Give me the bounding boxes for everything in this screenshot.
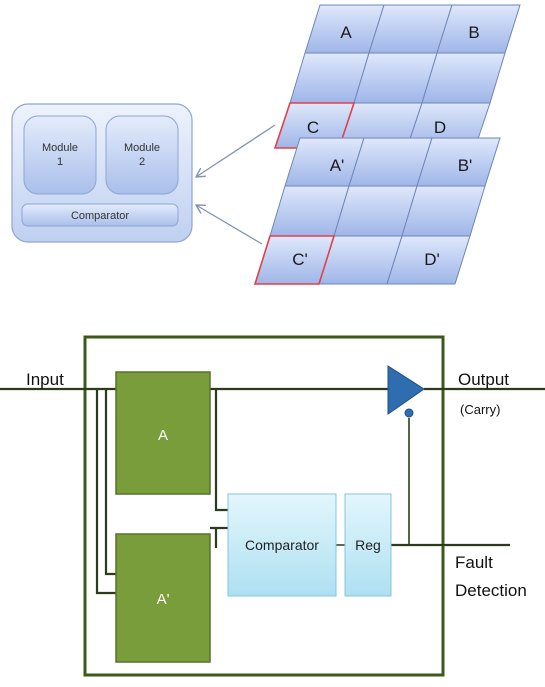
grid-label-c: C	[307, 118, 319, 137]
block-a-label: A	[158, 427, 168, 444]
module-1-label-line2: 1	[57, 156, 63, 168]
grid-cell	[421, 52, 506, 104]
reg-block-label: Reg	[355, 537, 381, 553]
input-branch-a-prime	[95, 389, 116, 595]
grid-upper	[273, 4, 521, 149]
block-a-prime	[115, 533, 211, 663]
grid-label-b-prime: B'	[458, 156, 473, 175]
arrow-from-c	[196, 124, 276, 177]
fault-label-line2: Detection	[455, 581, 527, 600]
module-1-box	[23, 115, 97, 195]
circuit-diagram: A A' Comparator Reg Input Output (Carry)…	[0, 335, 545, 677]
comparator-block	[227, 493, 337, 597]
block-a-prime-label: A'	[157, 591, 170, 608]
comparator-label: Comparator	[71, 210, 129, 222]
input-branch-a-prime-2	[104, 389, 116, 576]
fault-label-line1: Fault	[455, 553, 493, 572]
a-to-comparator-wire	[214, 389, 228, 512]
grid-label-d-prime: D'	[424, 250, 440, 269]
reg-block	[344, 493, 392, 597]
module-2-label-line1: Module	[124, 142, 160, 154]
module-2-label-line2: 2	[139, 156, 145, 168]
comparator-bar	[21, 203, 179, 227]
grid-label-a: A	[340, 23, 352, 42]
grid-label-c-prime: C'	[292, 250, 308, 269]
tri-state-buffer-icon	[387, 365, 425, 415]
grid-cell-c-prime-highlighted	[253, 235, 336, 285]
grid-cell	[401, 185, 486, 237]
carry-label: (Carry)	[460, 402, 500, 417]
grid-label-a-prime: A'	[330, 156, 345, 175]
grid-label-b: B	[468, 23, 479, 42]
comparator-block-label: Comparator	[245, 537, 319, 553]
input-label: Input	[26, 370, 64, 389]
output-label: Output	[458, 370, 509, 389]
grid-lower	[253, 137, 501, 285]
module-container: Module 1 Module 2 Comparator	[11, 103, 193, 243]
block-a	[115, 371, 211, 495]
module-2-box	[105, 115, 179, 195]
grid-cell-d-prime	[386, 235, 471, 285]
circuit-frame	[83, 335, 445, 677]
grid-label-d: D	[434, 118, 446, 137]
buffer-enable-bubble	[404, 408, 414, 418]
arrow-from-c-prime	[196, 205, 263, 245]
module-1-label-line1: Module	[42, 142, 78, 154]
